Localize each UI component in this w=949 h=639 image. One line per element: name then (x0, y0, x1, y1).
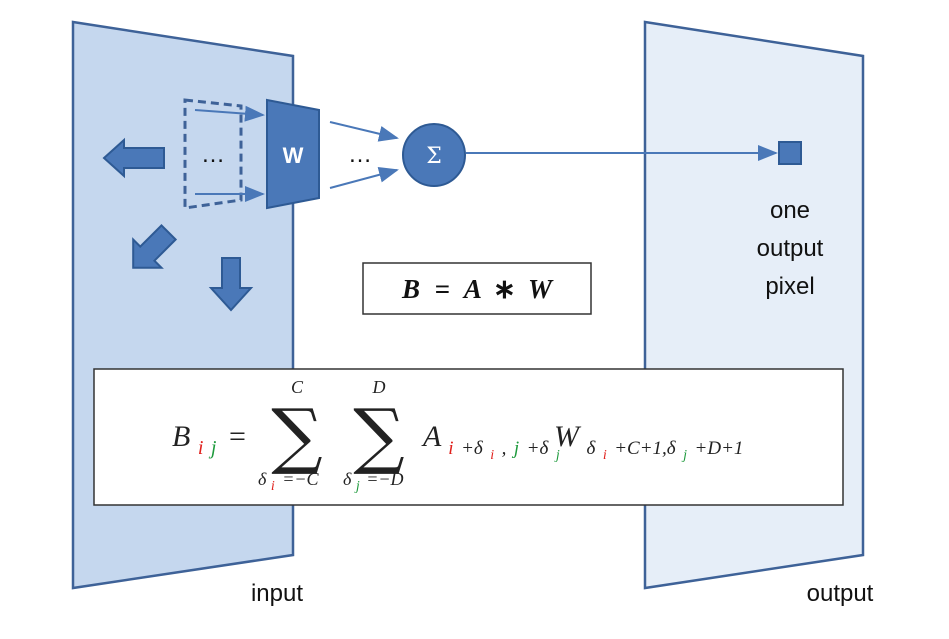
window-ellipsis: … (201, 141, 225, 168)
short-formula-box (362, 262, 592, 315)
between-ellipsis: … (348, 141, 372, 168)
formula-lhs: B i j (172, 420, 217, 461)
sum1-bottom-delta: δ (258, 469, 267, 489)
sum1-symbol: ∑ (271, 393, 322, 477)
formula-w-di: i (603, 448, 607, 463)
sum2-bottom-delta: δ (343, 469, 352, 489)
output-pixel-caption-line2: output (757, 235, 824, 262)
formula-w-term: W δ i +C+1,δ j +D+1 (554, 420, 743, 466)
sum1-bottom: δ i =−C (258, 469, 320, 494)
formula-a-dj: j (554, 448, 560, 463)
formula-lhs-i: i (198, 437, 204, 459)
formula-a-term: A i +δ i , j +δ j (421, 420, 560, 466)
short-formula-a: A (462, 274, 481, 304)
short-formula-b: B (401, 274, 420, 304)
output-pixel-square (778, 141, 802, 165)
formula-w: W (554, 420, 582, 453)
formula-w-mid: +C+1,δ (614, 438, 677, 459)
output-pixel-caption-line3: pixel (765, 273, 814, 300)
formula-a-plus1: +δ (461, 438, 484, 459)
formula-a-di: i (490, 448, 494, 463)
formula-box (93, 368, 844, 506)
kernel-w-label: W (283, 143, 304, 168)
kernel-w-box (266, 98, 320, 210)
formula-w-delta: δ (587, 438, 597, 459)
formula-w-dj: j (681, 448, 687, 463)
sum-node (402, 123, 466, 187)
window-to-w-arrow-top (194, 105, 265, 122)
sum1-bottom-rest: =−C (282, 469, 319, 489)
sum1-top: C (291, 377, 304, 397)
formula-lhs-b: B (172, 420, 190, 453)
down-arrow-icon (208, 257, 254, 312)
short-formula: B = A ∗ W (401, 274, 554, 304)
sum2-bottom: δ j =−D (343, 469, 404, 494)
formula-w-end: +D+1 (695, 438, 744, 459)
sliding-window (183, 98, 243, 210)
input-label: input (251, 580, 303, 607)
formula-lhs-j: j (208, 437, 217, 459)
formula-a-i: i (448, 438, 453, 459)
w-to-sum-arrow-bottom (329, 166, 399, 189)
output-label: output (807, 580, 874, 607)
short-formula-w: W (528, 274, 554, 304)
sum2-bottom-rest: =−D (366, 469, 403, 489)
short-formula-star: ∗ (493, 274, 516, 304)
formula-a-plus2: +δ (527, 438, 550, 459)
left-arrow-icon (102, 137, 165, 179)
formula-a: A (421, 420, 442, 453)
formula-a-j: j (511, 438, 519, 459)
w-to-sum-arrow-top (329, 121, 399, 142)
sum2-top: D (372, 377, 386, 397)
short-formula-eq: = (435, 274, 450, 304)
formula-eq: = (229, 420, 246, 453)
formula-a-comma: , (502, 438, 507, 459)
sum2-symbol: ∑ (353, 393, 404, 477)
output-pixel-caption-line1: one (770, 197, 810, 224)
down-left-arrow-icon (132, 223, 178, 269)
sum2-bottom-j: j (354, 479, 360, 494)
sum1-bottom-i: i (271, 479, 275, 494)
sum-symbol-icon: Σ (426, 144, 442, 169)
